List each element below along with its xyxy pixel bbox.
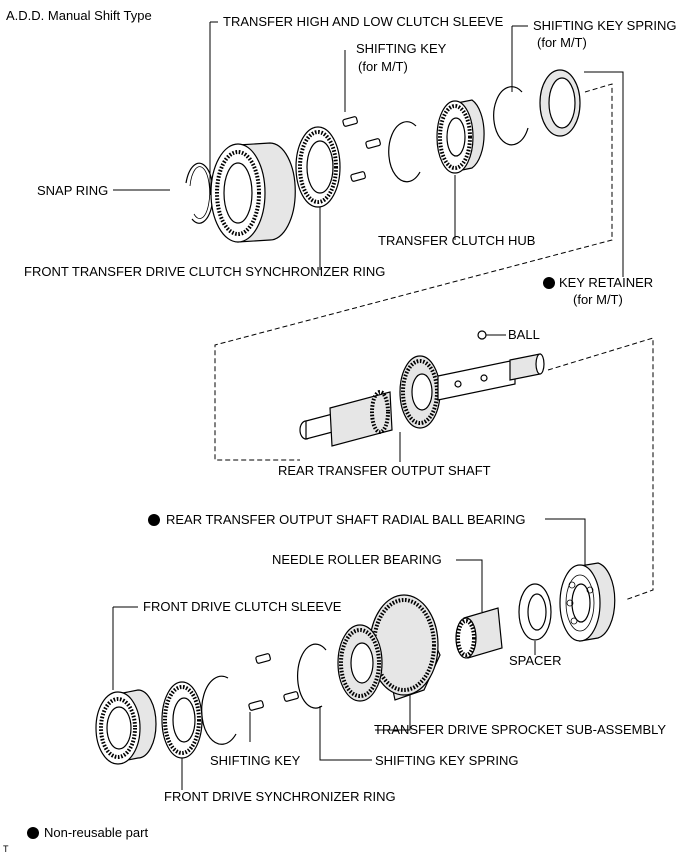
rear-transfer-output-shaft-part: [299, 353, 545, 447]
snap-ring-part: [185, 162, 214, 224]
corner-mark: T: [3, 844, 9, 854]
label-ball: BALL: [508, 327, 540, 342]
label-shifting-key-spring-bottom: SHIFTING KEY SPRING: [375, 753, 519, 768]
leader-radial-ball-bearing: [545, 518, 586, 565]
transfer-clutch-hub-part: [436, 99, 485, 174]
spacer-part: [518, 583, 552, 641]
label-front-drive-sync-ring: FRONT DRIVE SYNCHRONIZER RING: [164, 789, 396, 804]
shifting-key-spring-bottom-part: [296, 643, 327, 709]
clutch-sleeve-part: [210, 142, 296, 243]
leader-key-retainer: [584, 71, 624, 277]
label-transfer-drive-sprocket: TRANSFER DRIVE SPROCKET SUB-ASSEMBLY: [374, 722, 666, 737]
label-shifting-key-spring-top: SHIFTING KEY SPRING: [533, 18, 677, 33]
leader-key-spring-bottom: [319, 706, 372, 761]
label-front-drive-clutch-sleeve: FRONT DRIVE CLUTCH SLEEVE: [143, 599, 342, 614]
dashed-guide-right: [547, 337, 654, 601]
radial-ball-bearing-part: [559, 562, 616, 642]
diagram-title: A.D.D. Manual Shift Type: [6, 8, 152, 23]
label-snap-ring: SNAP RING: [37, 183, 108, 198]
leader-needle-roller-bearing: [456, 559, 483, 612]
label-transfer-clutch-hub: TRANSFER CLUTCH HUB: [378, 233, 535, 248]
label-needle-roller-bearing: NEEDLE ROLLER BEARING: [272, 552, 442, 567]
shifting-keys-bottom-part: [248, 653, 299, 711]
leader-sprocket: [375, 695, 411, 731]
front-drive-sync-ring-part: [161, 681, 203, 759]
transfer-drive-sprocket-part: [337, 594, 441, 702]
non-reusable-mark-key-retainer: [543, 277, 555, 289]
dashed-guide-top: [214, 83, 613, 461]
needle-roller-bearing-part: [455, 607, 503, 659]
label-transfer-high-low-clutch-sleeve: TRANSFER HIGH AND LOW CLUTCH SLEEVE: [223, 14, 504, 29]
label-spacer: SPACER: [509, 653, 562, 668]
label-shifting-key-bottom: SHIFTING KEY: [210, 753, 301, 768]
shifting-key-spring-top-a-part: [388, 121, 421, 183]
label-front-transfer-sync-ring: FRONT TRANSFER DRIVE CLUTCH SYNCHRONIZER…: [24, 264, 385, 279]
label-shifting-key-spring-top-note: (for M/T): [537, 35, 587, 50]
label-radial-ball-bearing: REAR TRANSFER OUTPUT SHAFT RADIAL BALL B…: [166, 512, 526, 527]
shifting-keys-top-part: [342, 116, 381, 182]
shifting-key-spring-top-b-part: [493, 86, 529, 146]
non-reusable-mark-radial-bearing: [148, 514, 160, 526]
front-transfer-sync-ring-part: [295, 126, 341, 208]
key-retainer-part: [539, 69, 581, 137]
label-rear-transfer-output-shaft: REAR TRANSFER OUTPUT SHAFT: [278, 463, 491, 478]
legend-non-reusable-mark: [27, 827, 39, 839]
label-key-retainer-note: (for M/T): [573, 292, 623, 307]
legend-non-reusable-text: Non-reusable part: [44, 825, 148, 840]
shifting-key-ring-bottom-part: [201, 675, 237, 745]
label-shifting-key-top-note: (for M/T): [358, 59, 408, 74]
ball-part: [477, 330, 506, 340]
front-drive-clutch-sleeve-part: [95, 689, 157, 765]
label-key-retainer: KEY RETAINER: [559, 275, 653, 290]
label-shifting-key-top: SHIFTING KEY: [356, 41, 447, 56]
